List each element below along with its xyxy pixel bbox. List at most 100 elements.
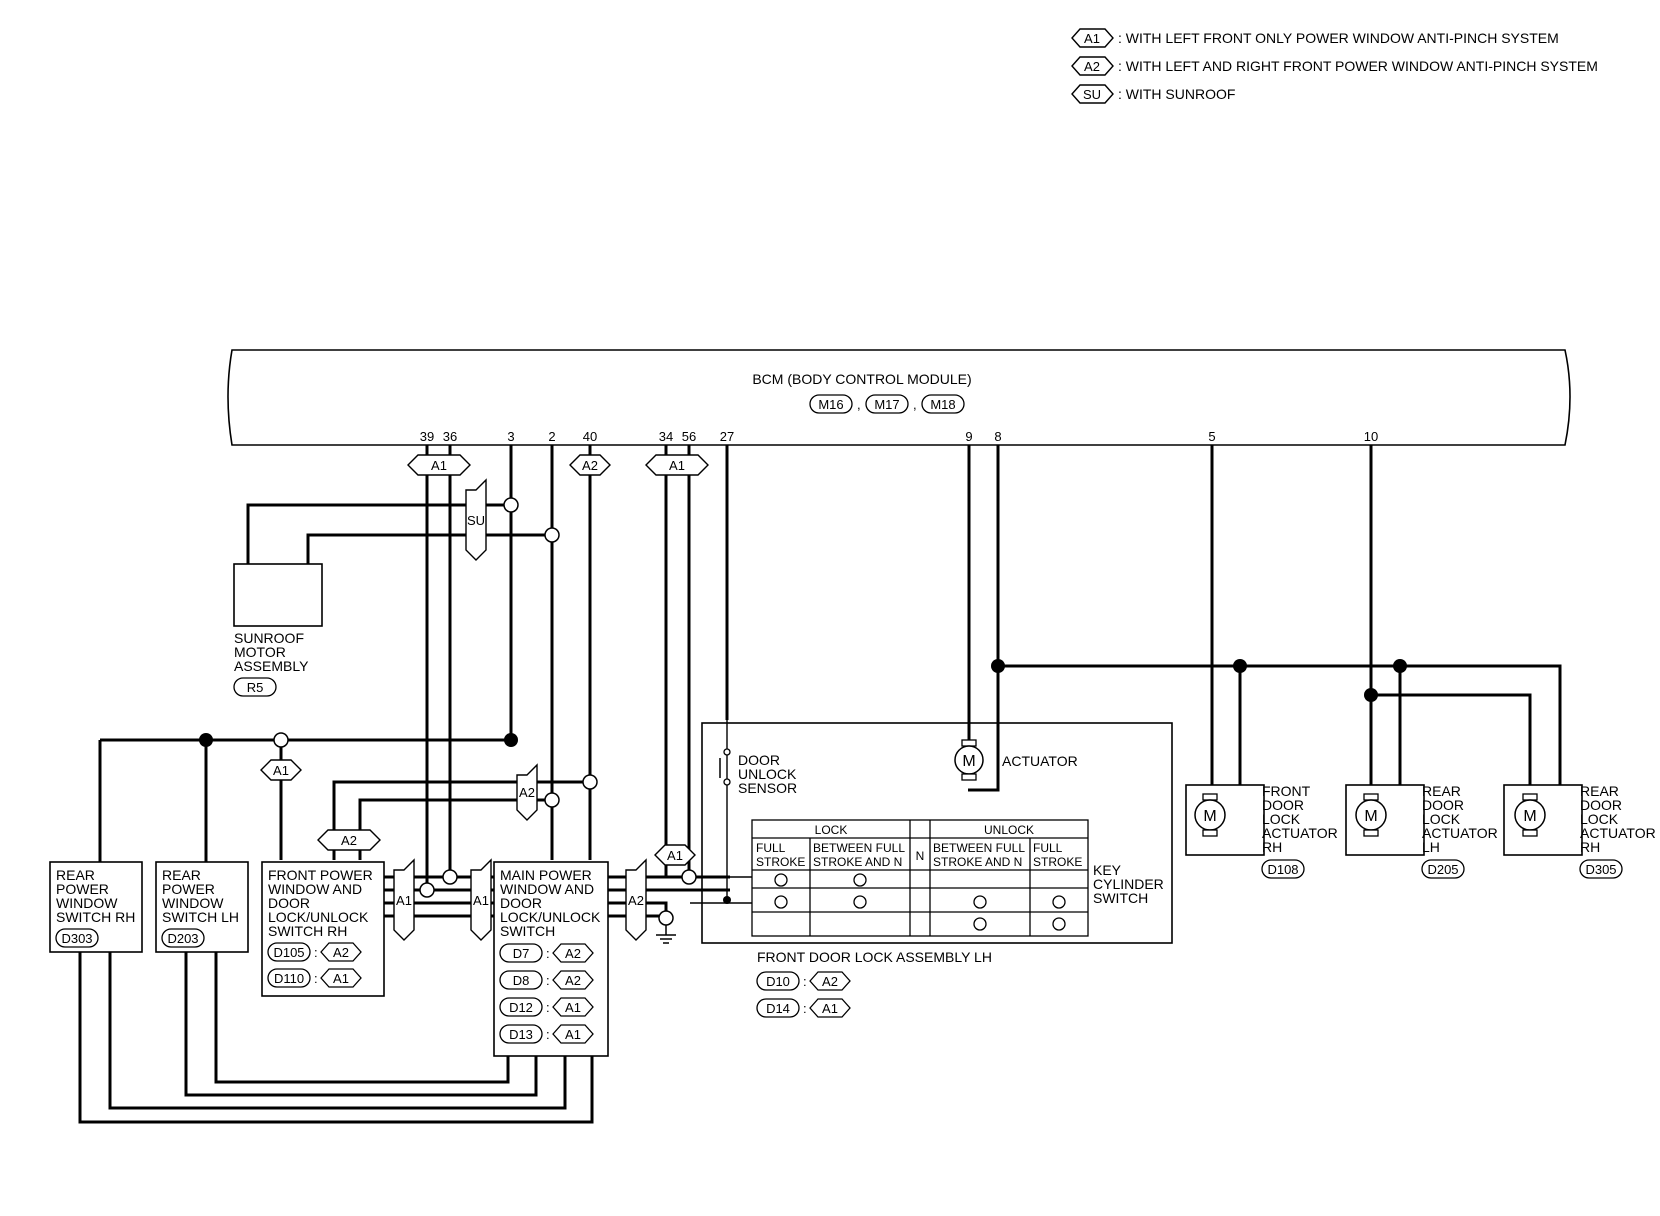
label-line: REAR bbox=[56, 867, 95, 883]
front-door-lock-actuator-rh: M FRONT DOOR LOCK ACTUATOR RH D108 bbox=[1185, 783, 1338, 879]
legend-item-a1: A1 : WITH LEFT FRONT ONLY POWER WINDOW A… bbox=[1071, 28, 1559, 48]
separator: : bbox=[546, 1000, 550, 1015]
bcm-title: BCM (BODY CONTROL MODULE) bbox=[752, 371, 971, 387]
label-line: MOTOR bbox=[234, 644, 286, 660]
pin-number: 40 bbox=[583, 429, 597, 444]
front-door-lock-assembly-lh: DOOR UNLOCK SENSOR M ACTUATOR LOCK UNLOC bbox=[701, 722, 1173, 1018]
label-line: LOCK bbox=[1422, 811, 1461, 827]
table-cell: STROKE bbox=[756, 855, 805, 869]
actuator-label: ACTUATOR bbox=[1002, 753, 1078, 769]
table-contacts bbox=[774, 873, 1066, 931]
sunroof-motor-assembly: SUNROOF MOTOR ASSEMBLY R5 bbox=[233, 563, 323, 697]
pin-number: 34 bbox=[659, 429, 673, 444]
separator: : bbox=[314, 971, 318, 986]
table-header: LOCK bbox=[815, 823, 848, 837]
tag-a2: A2 bbox=[341, 833, 357, 848]
connector-label: D10 bbox=[766, 974, 790, 989]
connector-row: D7 : A2 bbox=[499, 943, 594, 963]
door-unlock-sensor: DOOR UNLOCK SENSOR bbox=[719, 748, 797, 796]
connector-row: D105 : A2 bbox=[267, 942, 362, 962]
pin-number: 2 bbox=[548, 429, 555, 444]
table-cell: STROKE AND N bbox=[813, 855, 902, 869]
connector-row: D10 : A2 bbox=[756, 971, 851, 991]
tag-a2: A2 bbox=[582, 458, 598, 473]
tag-label: A2 bbox=[333, 945, 349, 960]
pin-number: 36 bbox=[443, 429, 457, 444]
tag-a1: A1 bbox=[667, 848, 683, 863]
label-line: DOOR bbox=[268, 895, 310, 911]
tag-a1: A1 bbox=[669, 458, 685, 473]
key-cylinder-table bbox=[751, 819, 1089, 937]
motor-symbol: M bbox=[1364, 808, 1377, 825]
tag-label: A1 bbox=[333, 971, 349, 986]
connector-row: D110 : A1 bbox=[267, 968, 362, 988]
wires bbox=[78, 445, 1562, 1124]
tag-a1: A1 bbox=[473, 893, 489, 908]
table-header: UNLOCK bbox=[984, 823, 1034, 837]
tag-label: A2 bbox=[565, 946, 581, 961]
legend-item-su: SU : WITH SUNROOF bbox=[1071, 84, 1235, 104]
legend-text: : WITH LEFT AND RIGHT FRONT POWER WINDOW… bbox=[1118, 58, 1598, 74]
label-line: ACTUATOR bbox=[1422, 825, 1498, 841]
table-cell: FULL bbox=[756, 841, 786, 855]
legend-text: : WITH LEFT FRONT ONLY POWER WINDOW ANTI… bbox=[1118, 30, 1559, 46]
label-line: SENSOR bbox=[738, 780, 797, 796]
tag-a1: A1 bbox=[396, 893, 412, 908]
label-line: LOCK/UNLOCK bbox=[268, 909, 369, 925]
junction-dots bbox=[199, 659, 1407, 904]
label-line: ASSEMBLY bbox=[234, 658, 309, 674]
table-cell: BETWEEN FULL bbox=[813, 841, 905, 855]
table-cell: STROKE bbox=[1033, 855, 1082, 869]
assembly-title: FRONT DOOR LOCK ASSEMBLY LH bbox=[757, 949, 992, 965]
label-line: SWITCH RH bbox=[268, 923, 347, 939]
label-line: LOCK bbox=[1262, 811, 1301, 827]
label-line: REAR bbox=[162, 867, 201, 883]
separator: : bbox=[314, 945, 318, 960]
pin-number: 10 bbox=[1364, 429, 1378, 444]
label-line: WINDOW bbox=[56, 895, 118, 911]
label-line: REAR bbox=[1422, 783, 1461, 799]
separator: : bbox=[546, 1027, 550, 1042]
label-line: SWITCH LH bbox=[162, 909, 239, 925]
label-line: WINDOW bbox=[162, 895, 224, 911]
connector-label: M18 bbox=[930, 397, 955, 412]
table-cell: N bbox=[916, 849, 925, 863]
connection-circles bbox=[273, 497, 697, 926]
label-line: WINDOW AND bbox=[268, 881, 362, 897]
bcm-module: BCM (BODY CONTROL MODULE) M16 , M17 , M1… bbox=[227, 349, 1571, 446]
pin-number: 9 bbox=[965, 429, 972, 444]
label-line: UNLOCK bbox=[738, 766, 797, 782]
connector-label: D110 bbox=[274, 971, 304, 986]
label-line: ACTUATOR bbox=[1262, 825, 1338, 841]
connector-label: D105 bbox=[273, 945, 304, 960]
inline-tag-labels: A1 A2 A1 SU A1 A2 A2 A1 A1 A2 A1 bbox=[273, 458, 685, 908]
label-line: MAIN POWER bbox=[500, 867, 592, 883]
connector-row: D14 : A1 bbox=[756, 998, 851, 1018]
connector-label: D205 bbox=[1427, 862, 1458, 877]
legend-tag: A1 bbox=[1084, 31, 1100, 46]
table-cell: FULL bbox=[1033, 841, 1063, 855]
connector-label: D305 bbox=[1585, 862, 1616, 877]
pin-number: 5 bbox=[1208, 429, 1215, 444]
label-line: LOCK/UNLOCK bbox=[500, 909, 601, 925]
motor-symbol: M bbox=[1523, 808, 1536, 825]
pin-number: 27 bbox=[720, 429, 734, 444]
separator: , bbox=[913, 397, 917, 412]
connector-label: D8 bbox=[513, 973, 530, 988]
tag-a1: A1 bbox=[431, 458, 447, 473]
separator: : bbox=[546, 973, 550, 988]
front-power-window-switch-rh: FRONT POWER WINDOW AND DOOR LOCK/UNLOCK … bbox=[261, 861, 385, 997]
label-line: ACTUATOR bbox=[1580, 825, 1656, 841]
connector-row: D12 : A1 bbox=[499, 997, 594, 1017]
legend: A1 : WITH LEFT FRONT ONLY POWER WINDOW A… bbox=[1071, 28, 1598, 104]
pin-number: 39 bbox=[420, 429, 434, 444]
label-line: RH bbox=[1262, 839, 1282, 855]
label-line: POWER bbox=[56, 881, 109, 897]
connector-label: M16 bbox=[818, 397, 843, 412]
label-line: RH bbox=[1580, 839, 1600, 855]
separator: , bbox=[857, 397, 861, 412]
tag-a2: A2 bbox=[519, 785, 535, 800]
label-line: SWITCH RH bbox=[56, 909, 135, 925]
tag-label: A1 bbox=[565, 1000, 581, 1015]
